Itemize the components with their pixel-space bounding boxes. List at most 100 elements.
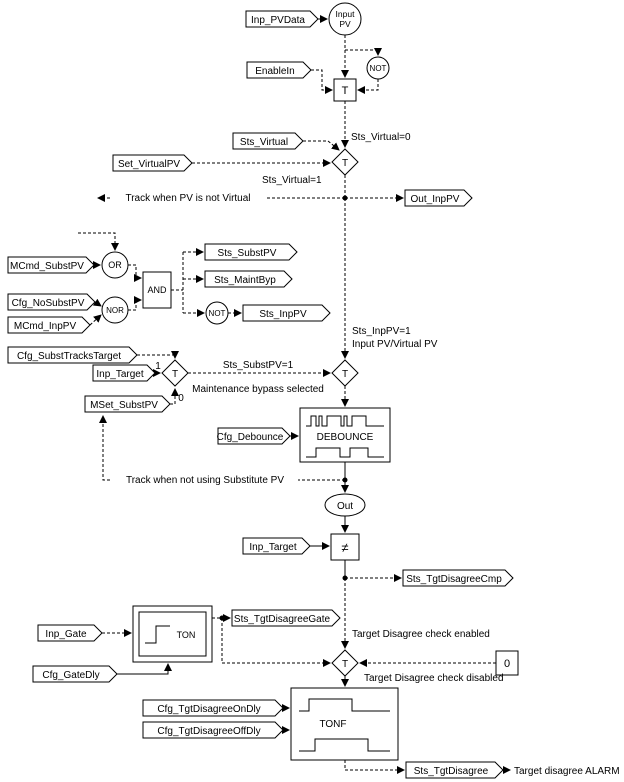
t-diamond-virtual bbox=[331, 148, 359, 176]
tonf-input-waveform bbox=[299, 698, 390, 712]
tag-set-virtualpv-label: Set_VirtualPV bbox=[118, 159, 180, 170]
annotation-select-one: 1 bbox=[155, 361, 161, 372]
annotation-target-disagree-alarm: Target disagree ALARM bbox=[514, 766, 620, 777]
t-diamond-gate-label: T bbox=[342, 659, 348, 670]
tag-mcmd-substpv-label: MCmd_SubstPV bbox=[10, 261, 84, 272]
t-selector-box bbox=[333, 78, 357, 102]
annotation-sts-virtual-1: Sts_Virtual=1 bbox=[262, 175, 322, 186]
tag-cfg-tgtdisagreeondly-label: Cfg_TgtDisagreeOnDly bbox=[157, 704, 260, 715]
annotation-input-pv-virtual-pv: Input PV/Virtual PV bbox=[352, 339, 438, 350]
tag-sts-inppv-label: Sts_InpPV bbox=[259, 309, 307, 320]
junction-dot-gate bbox=[219, 615, 225, 621]
tag-cfg-substtrackstarget-label: Cfg_SubstTracksTarget bbox=[17, 351, 121, 362]
and-gate bbox=[142, 271, 172, 309]
not-equal-block bbox=[330, 533, 360, 561]
out-node-label: Out bbox=[337, 501, 353, 512]
tag-enablein bbox=[246, 61, 312, 79]
wire-cfg-tracks-to-diamond2 bbox=[137, 351, 179, 359]
wire-mcmd-inppv-to-nor bbox=[89, 314, 102, 326]
tonf-block bbox=[290, 687, 399, 761]
debounce-clean-waveform bbox=[306, 447, 384, 458]
or-gate bbox=[101, 251, 129, 279]
zero-constant-block bbox=[495, 650, 519, 676]
tag-inp-target bbox=[92, 364, 156, 382]
tag-inp-target-label: Inp_Target bbox=[96, 369, 143, 380]
wire-or-to-and bbox=[128, 264, 142, 282]
tag-cfg-tgtdisagreeoffdly bbox=[142, 721, 284, 739]
ton-waveform bbox=[145, 625, 170, 644]
annotation-track-pv-not-virtual: Track when PV is not Virtual bbox=[125, 193, 250, 204]
debounce-label: DEBOUNCE bbox=[317, 432, 374, 443]
tag-out-inppv bbox=[404, 189, 473, 207]
junction-dot-track-substitute bbox=[342, 477, 348, 483]
not-equal-label: ≠ bbox=[341, 540, 348, 555]
annotation-sts-substpv-1: Sts_SubstPV=1 bbox=[223, 360, 294, 371]
annotation-tgt-check-enabled: Target Disagree check enabled bbox=[352, 629, 490, 640]
tag-cfg-nosubstpv-label: Cfg_NoSubstPV bbox=[12, 298, 85, 309]
annotation-select-zero: 0 bbox=[178, 393, 184, 404]
tag-mcmd-inppv bbox=[7, 316, 91, 334]
tag-sts-tgtdisagreecmp bbox=[402, 569, 514, 587]
wire-stub-to-or bbox=[78, 232, 119, 251]
tag-inp-target-2 bbox=[242, 537, 311, 555]
tag-mcmd-substpv bbox=[7, 256, 95, 274]
annotation-sts-inppv-1: Sts_InpPV=1 bbox=[352, 326, 411, 337]
t-diamond-track-label: T bbox=[172, 369, 178, 380]
junction-dot-cmp bbox=[342, 575, 348, 581]
tag-sts-tgtdisagreegate bbox=[231, 609, 341, 627]
annotation-bg-track-substitute bbox=[112, 474, 298, 486]
tag-sts-tgtdisagree bbox=[405, 761, 504, 779]
not-gate-1 bbox=[366, 56, 390, 80]
annotation-bg-track-virtual bbox=[110, 192, 266, 204]
junction-dot-out-inppv bbox=[342, 195, 348, 201]
debounce-block bbox=[299, 407, 391, 463]
or-gate-label: OR bbox=[108, 260, 122, 270]
tag-inp-gate bbox=[37, 624, 103, 642]
not-gate-1-label: NOT bbox=[370, 64, 387, 73]
wire-gate-to-diamond4 bbox=[221, 618, 331, 667]
tag-sts-virtual bbox=[232, 132, 304, 150]
t-diamond-gate bbox=[331, 649, 359, 677]
annotation-sts-virtual-0: Sts_Virtual=0 bbox=[351, 132, 411, 143]
nor-gate-label: NOR bbox=[106, 306, 124, 315]
tag-inp-pvdata-label: Inp_PVData bbox=[251, 15, 305, 26]
input-pv-label-top: Input bbox=[336, 9, 356, 19]
tag-sts-virtual-label: Sts_Virtual bbox=[240, 137, 288, 148]
out-node bbox=[324, 493, 366, 517]
tag-cfg-gatedly bbox=[32, 665, 118, 683]
ton-block-inner bbox=[138, 611, 207, 657]
tag-mset-substpv bbox=[84, 395, 171, 413]
and-gate-label: AND bbox=[147, 285, 167, 295]
tag-sts-maintbyp bbox=[204, 270, 293, 288]
tag-sts-maintbyp-label: Sts_MaintByp bbox=[214, 275, 276, 286]
wire-mset-substpv-to-diamond2 bbox=[170, 388, 179, 405]
wire-enablein-to-t-box bbox=[311, 69, 333, 94]
wire-cfg-nosubstpv-to-nor bbox=[92, 298, 102, 307]
tag-cfg-debounce-label: Cfg_Debounce bbox=[217, 432, 284, 443]
wire-sts-virtual-to-diamond1 bbox=[303, 140, 340, 151]
t-diamond-subst-label: T bbox=[342, 369, 348, 380]
t-selector-box-label: T bbox=[342, 85, 349, 97]
tag-enablein-label: EnableIn bbox=[255, 66, 294, 77]
annotation-track-not-substitute: Track when not using Substitute PV bbox=[126, 475, 284, 486]
zero-constant-label: 0 bbox=[504, 658, 510, 670]
wire-tonf-to-sts-tgtdisagree bbox=[344, 760, 405, 774]
tag-out-inppv-label: Out_InpPV bbox=[411, 194, 460, 205]
tag-cfg-gatedly-label: Cfg_GateDly bbox=[42, 670, 99, 681]
tag-mset-substpv-label: MSet_SubstPV bbox=[90, 400, 158, 411]
tag-sts-substpv bbox=[204, 243, 298, 261]
tag-cfg-nosubstpv bbox=[7, 293, 96, 311]
annotation-maintenance-bypass: Maintenance bypass selected bbox=[192, 384, 324, 395]
not-gate-2 bbox=[205, 301, 229, 325]
tag-cfg-debounce bbox=[217, 427, 291, 445]
tag-cfg-tgtdisagreeondly bbox=[142, 699, 284, 717]
wire-nor-to-and bbox=[128, 296, 142, 311]
not-gate-2-label: NOT bbox=[209, 309, 226, 318]
debounce-noisy-waveform bbox=[306, 415, 384, 427]
input-pv-node bbox=[328, 2, 362, 36]
input-pv-label-bottom: PV bbox=[339, 19, 351, 29]
wire-cfg-gatedly-to-ton bbox=[117, 663, 172, 675]
tag-sts-tgtdisagreecmp-label: Sts_TgtDisagreeCmp bbox=[406, 574, 502, 585]
